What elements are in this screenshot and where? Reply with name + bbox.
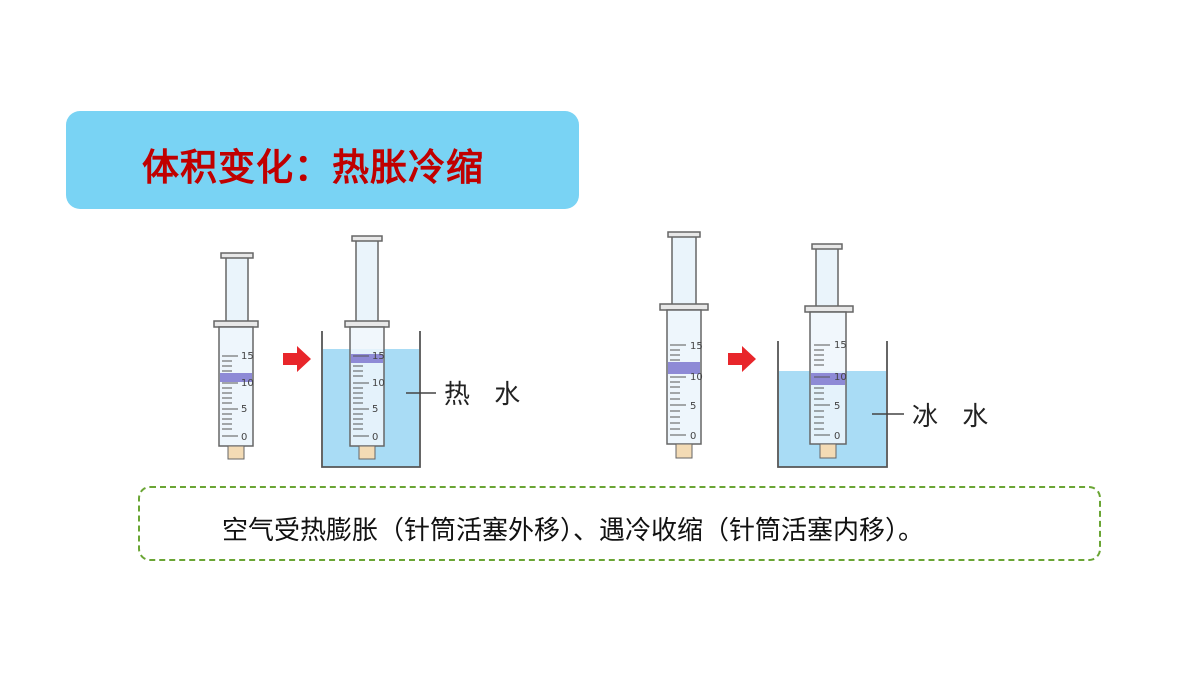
plunger <box>351 354 383 363</box>
title-banner: 体积变化：热胀冷缩 <box>66 111 579 209</box>
syringe-hot-water: 15 10 5 0 <box>344 235 390 460</box>
tick-5: 5 <box>241 404 247 415</box>
tick-0: 0 <box>690 431 696 442</box>
tick-15: 15 <box>834 340 847 351</box>
tick-10: 10 <box>834 372 847 383</box>
tick-10: 10 <box>372 378 385 389</box>
tick-15: 15 <box>241 351 254 362</box>
tick-10: 10 <box>241 378 254 389</box>
plunger <box>811 373 845 385</box>
tick-5: 5 <box>834 401 840 412</box>
plunger <box>668 362 700 374</box>
tick-0: 0 <box>834 431 840 442</box>
right-arrow-icon <box>283 346 311 372</box>
tick-5: 5 <box>372 404 378 415</box>
hot-water-label: 热 水 <box>444 380 528 410</box>
tick-0: 0 <box>241 432 247 443</box>
slide-title: 体积变化：热胀冷缩 <box>142 146 484 189</box>
ice-water-label: 冰 水 <box>912 402 996 432</box>
tick-0: 0 <box>372 432 378 443</box>
syringe-room-temp-left: 15 10 5 0 <box>213 252 259 460</box>
syringe-ice-water: 15 10 5 0 <box>804 243 854 459</box>
caption-text: 空气受热膨胀（针筒活塞外移）、遇冷收缩（针筒活塞内移）。 <box>222 516 925 546</box>
right-arrow-icon <box>728 346 756 372</box>
tick-10: 10 <box>690 372 703 383</box>
tick-5: 5 <box>690 401 696 412</box>
tick-15: 15 <box>372 351 385 362</box>
tick-15: 15 <box>690 341 703 352</box>
syringe-room-temp-right: 15 10 5 0 <box>659 231 709 459</box>
plunger <box>220 373 252 382</box>
caption-box: 空气受热膨胀（针筒活塞外移）、遇冷收缩（针筒活塞内移）。 <box>138 486 1101 561</box>
